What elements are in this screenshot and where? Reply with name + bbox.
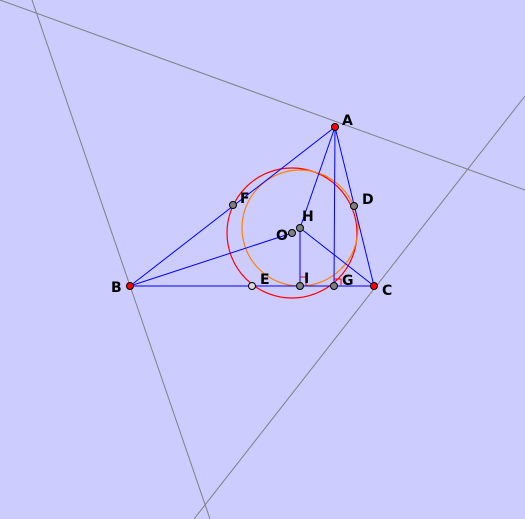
segment-BO[interactable] <box>129 232 293 287</box>
segment-AG[interactable] <box>333 126 336 287</box>
label-I: I <box>304 271 309 287</box>
point-G[interactable] <box>330 282 338 290</box>
point-H[interactable] <box>296 224 304 232</box>
label-G: G <box>342 273 354 289</box>
point-labels: A B C D E F G H I O <box>111 113 392 299</box>
line-through-B[interactable] <box>31 0 211 519</box>
point-B[interactable] <box>126 282 134 290</box>
line-through-A[interactable] <box>0 0 525 191</box>
label-B: B <box>111 280 122 296</box>
point-A[interactable] <box>331 123 339 131</box>
label-E: E <box>260 272 270 288</box>
point-F[interactable] <box>229 201 237 209</box>
triangle-segments <box>129 126 375 287</box>
label-C: C <box>382 283 392 299</box>
right-angle-mark-I <box>300 276 307 285</box>
label-D: D <box>362 192 374 208</box>
point-C[interactable] <box>370 282 378 290</box>
segment-AH[interactable] <box>299 126 336 229</box>
label-A: A <box>342 113 353 129</box>
label-H: H <box>302 209 314 225</box>
segment-HC[interactable] <box>299 227 375 287</box>
label-O: O <box>276 228 288 244</box>
point-E[interactable] <box>248 282 256 290</box>
line-through-C[interactable] <box>193 95 525 519</box>
right-angle-marks <box>300 276 342 285</box>
point-I[interactable] <box>296 282 304 290</box>
point-O[interactable] <box>288 229 296 237</box>
red-circle[interactable] <box>226 167 358 299</box>
right-angle-mark-G <box>334 278 342 285</box>
point-D[interactable] <box>350 202 358 210</box>
label-F: F <box>240 191 250 207</box>
points <box>126 123 378 290</box>
